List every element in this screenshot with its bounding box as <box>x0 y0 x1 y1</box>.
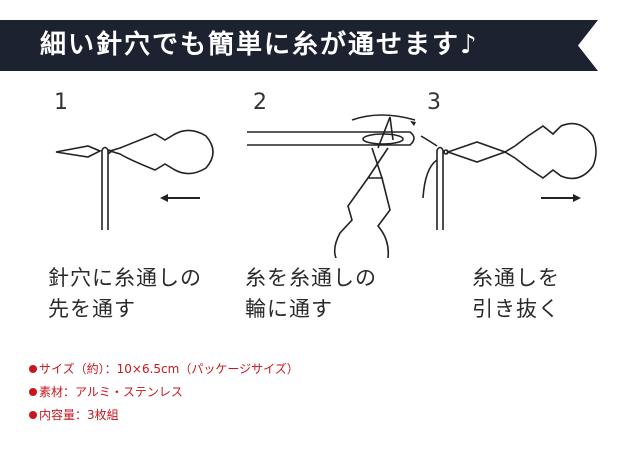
step-1-caption-line1: 針穴に糸通しの <box>48 266 202 290</box>
step-3-number: 3 <box>427 90 441 115</box>
arrow-right-icon <box>541 194 581 202</box>
spec-material-text: 素材：アルミ・ステンレス <box>39 385 183 399</box>
bullet-dot-icon <box>29 364 37 373</box>
spec-item-size: サイズ（約）：10×6.5cm（パッケージサイズ） <box>29 358 299 381</box>
step-2-caption: 糸を糸通しの 輪に通す <box>245 263 377 325</box>
step-2-illustration <box>247 114 416 258</box>
step-1-illustration <box>55 129 214 230</box>
title-banner: 細い針穴でも簡単に糸が通せます♪ <box>0 20 600 71</box>
arrow-left-icon <box>160 194 200 202</box>
step-1-caption-line2: 先を通す <box>48 297 136 321</box>
step-1-caption: 針穴に糸通しの 先を通す <box>48 263 202 325</box>
spec-contents-text: 内容量：3枚組 <box>39 408 119 422</box>
bullet-dot-icon <box>29 387 37 396</box>
spec-item-contents: 内容量：3枚組 <box>29 404 299 427</box>
bullet-dot-icon <box>29 410 37 419</box>
spec-item-material: 素材：アルミ・ステンレス <box>29 381 299 404</box>
step-1-number: 1 <box>54 90 68 115</box>
banner-ribbon-shape <box>0 20 598 71</box>
step-2-number: 2 <box>253 90 267 115</box>
step-3-illustration <box>420 122 597 230</box>
step-3-caption: 糸通しを 引き抜く <box>472 263 560 325</box>
step-3-caption-line1: 糸通しを <box>472 266 560 290</box>
banner-title: 細い針穴でも簡単に糸が通せます♪ <box>40 30 479 60</box>
step-2-caption-line2: 輪に通す <box>245 297 333 321</box>
spec-size-text: サイズ（約）：10×6.5cm（パッケージサイズ） <box>39 362 299 376</box>
step-3-caption-line2: 引き抜く <box>472 297 560 321</box>
step-2-caption-line1: 糸を糸通しの <box>245 266 377 290</box>
product-specs-list: サイズ（約）：10×6.5cm（パッケージサイズ） 素材：アルミ・ステンレス 内… <box>29 358 299 427</box>
